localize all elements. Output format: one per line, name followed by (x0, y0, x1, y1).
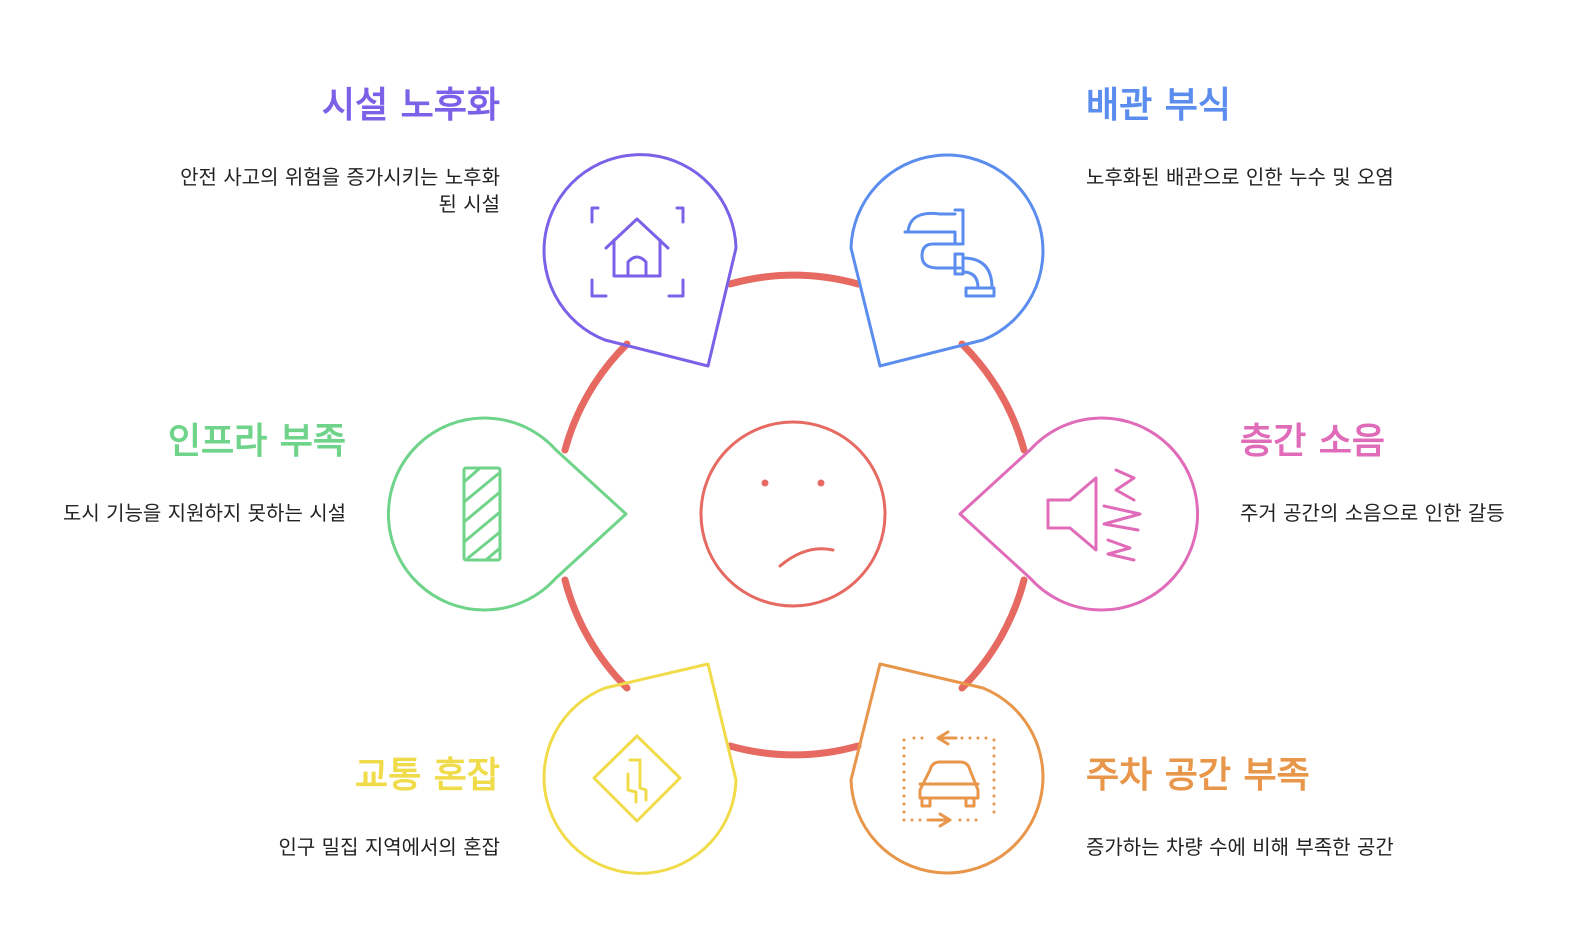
house-icon (590, 206, 685, 298)
infra-shortage-description: 도시 기능을 지원하지 못하는 시설 (62, 501, 346, 525)
floor-noise-pin (958, 416, 1199, 612)
traffic-congestion-description: 인구 밀집 지역에서의 혼잡 (278, 835, 500, 859)
infra-shortage-pin-outline (387, 416, 628, 612)
infra-shortage-title: 인프라 부족 (167, 421, 346, 462)
pipe-corrosion-description: 노후화된 배관으로 인한 누수 및 오염 (1086, 165, 1394, 189)
pipe-corrosion-pin-outline (849, 153, 1045, 368)
pipe-icon (903, 208, 996, 298)
barrier-icon (462, 466, 502, 562)
speaker-icon (1046, 468, 1142, 562)
ring-arc-lower-right (958, 576, 1028, 692)
ring-arc-lower-left (561, 576, 631, 692)
ring-arc-bottom (726, 742, 862, 759)
traffic-congestion-pin (542, 662, 738, 875)
traffic-congestion-pin-outline (542, 662, 738, 875)
parking-car-icon (902, 730, 996, 828)
facility-aging-description: 안전 사고의 위험을 증가시키는 노후화된 시설 (180, 165, 500, 216)
parking-shortage-title: 주차 공간 부족 (1086, 755, 1310, 796)
ring-arc-upper-right (958, 340, 1028, 454)
traffic-congestion-title: 교통 혼잡 (354, 755, 500, 796)
pipe-corrosion-pin (849, 153, 1045, 368)
parking-shortage-description: 증가하는 차량 수에 비해 부족한 공간 (1086, 835, 1394, 859)
central-ring (561, 271, 1028, 759)
pipe-corrosion-title: 배관 부식 (1086, 85, 1232, 126)
facility-aging-title: 시설 노후화 (321, 85, 500, 126)
road-sign-icon (592, 734, 682, 823)
facility-aging-pin-outline (542, 153, 738, 368)
ring-arc-upper-left (561, 340, 631, 454)
sad-face-icon (699, 420, 887, 608)
parking-shortage-pin (849, 662, 1045, 875)
floor-noise-description: 주거 공간의 소음으로 인한 갈등 (1240, 501, 1505, 525)
floor-noise-title: 층간 소음 (1240, 421, 1386, 462)
infra-shortage-pin (387, 416, 628, 612)
parking-shortage-pin-outline (849, 662, 1045, 875)
facility-aging-pin (542, 153, 738, 368)
ring-arc-top (726, 271, 862, 288)
floor-noise-pin-outline (958, 416, 1199, 612)
